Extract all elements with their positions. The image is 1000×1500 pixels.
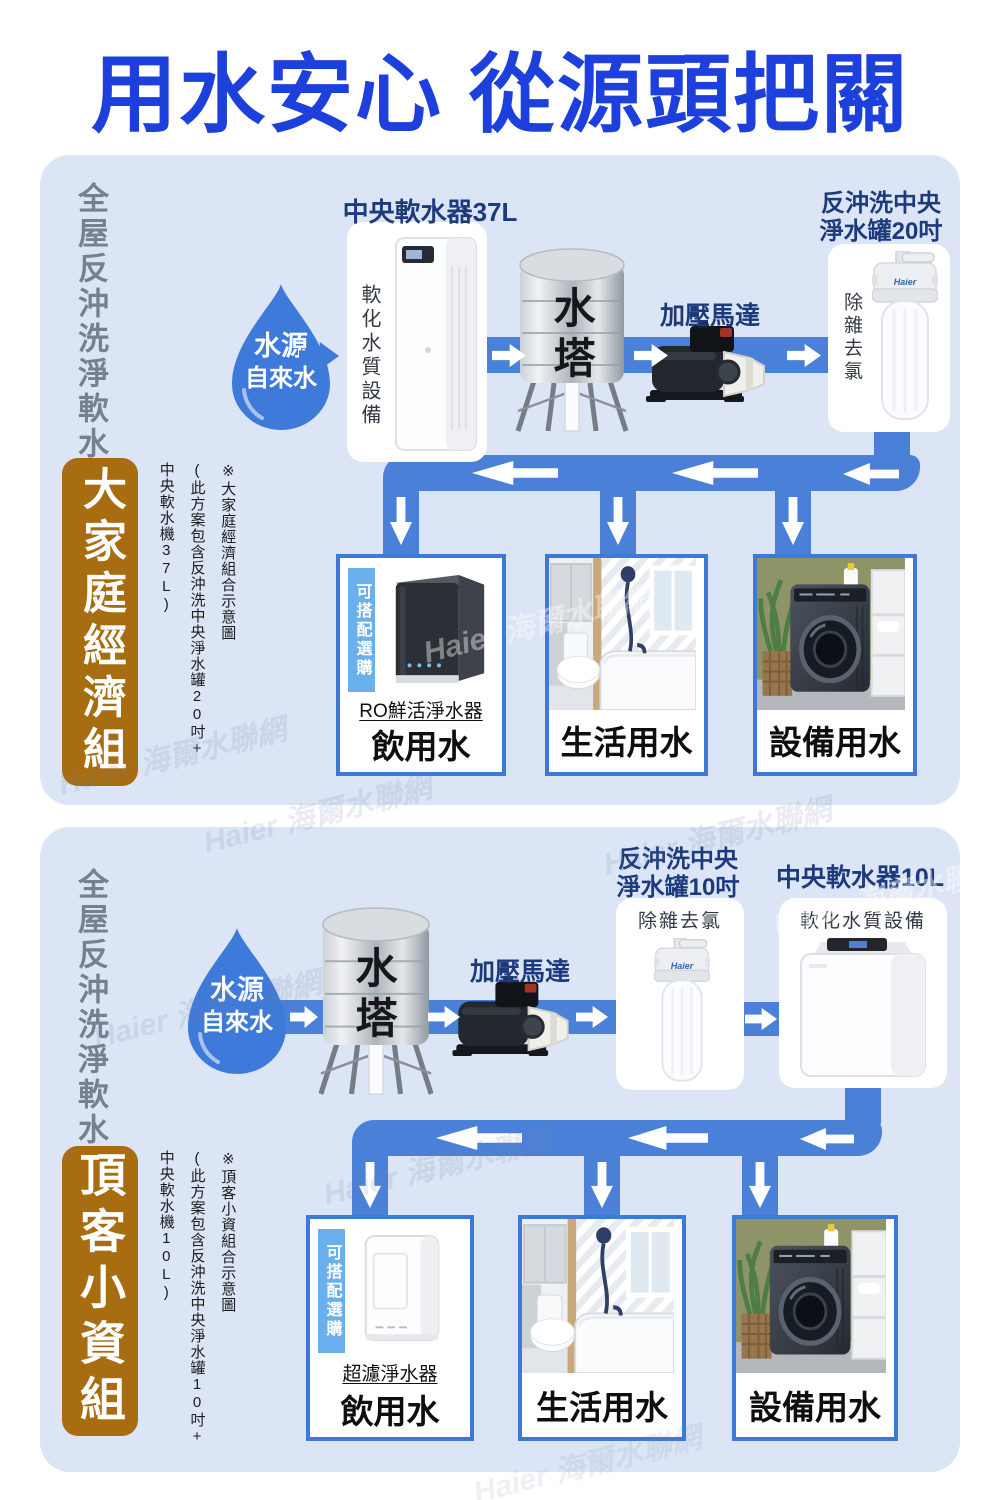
brand-logo: Haier xyxy=(893,277,917,287)
section2-note: ※頂客小資組合示意圖 (此方案包含反沖洗中央淨水罐10吋+ 中央軟水機10L) xyxy=(150,1150,242,1462)
filter-canister-image xyxy=(650,938,714,1084)
filter-title-line2: 淨水罐10吋 xyxy=(616,874,740,902)
water-source-label: 水源 自來水 xyxy=(184,974,290,1038)
output-label: 設備用水 xyxy=(769,724,901,761)
section1-note: ※大家庭經濟組合示意圖 (此方案包含反沖洗中央淨水罐20吋+ 中央軟水機37L) xyxy=(150,462,242,758)
output-appliance-water-box: 設備用水 xyxy=(753,554,917,776)
note-line: ※頂客小資組合示意圖 xyxy=(219,1150,237,1313)
bathroom-photo xyxy=(549,558,696,710)
output-appliance-water-box: 設備用水 xyxy=(732,1215,898,1441)
optional-purchase-tag: 可搭配選購 xyxy=(348,568,375,692)
optional-purchase-label: 可搭配選購 xyxy=(323,1243,341,1339)
filter-title-line1: 反沖洗中央 xyxy=(618,846,738,873)
section1-badge-label: 大家庭經濟組 xyxy=(76,466,125,778)
filter-title: 反沖洗中央 淨水罐10吋 xyxy=(612,846,744,903)
tower-label: 水塔 xyxy=(548,286,595,386)
output-living-water-box: 生活用水 xyxy=(518,1215,686,1441)
water-softener-37l-image xyxy=(392,228,480,456)
washing-machine-photo xyxy=(757,558,905,710)
washing-machine-photo xyxy=(736,1219,886,1373)
filter-label: 除雜去氯 xyxy=(637,911,722,932)
source-line1: 水源 xyxy=(210,975,264,1005)
bathroom-photo xyxy=(522,1219,674,1373)
pump-label: 加壓馬達 xyxy=(659,302,760,330)
softener-label: 軟化水質設備 xyxy=(358,284,380,428)
note-line: 中央軟水機37L) xyxy=(157,462,175,614)
tower-label: 水塔 xyxy=(350,946,397,1046)
source-line2: 自來水 xyxy=(245,364,317,392)
output-label: 生活用水 xyxy=(536,1389,668,1426)
section2-badge: 頂客小資組 xyxy=(62,1146,138,1436)
ultrafiltration-purifier-image xyxy=(350,1227,460,1353)
filter-title-line2: 淨水罐20吋 xyxy=(819,218,943,246)
filter-title-line1: 反沖洗中央 xyxy=(821,190,941,217)
output-drinking-water-box: 可搭配選購 RO鮮活淨水器 飲用水 xyxy=(336,554,506,776)
optional-purchase-tag: 可搭配選購 xyxy=(318,1229,345,1353)
page-title: 用水安心 從源頭把關 xyxy=(91,47,909,143)
softener-label: 軟化水質設備 xyxy=(799,911,926,932)
section1-badge: 大家庭經濟組 xyxy=(62,458,138,786)
filter-title: 反沖洗中央 淨水罐20吋 xyxy=(816,190,946,247)
note-line: (此方案包含反沖洗中央淨水罐20吋+ xyxy=(188,462,206,758)
output-label: 飲用水 xyxy=(371,728,471,765)
section2-badge-label: 頂客小資組 xyxy=(74,1151,126,1431)
output-living-water-box: 生活用水 xyxy=(545,554,708,776)
note-line: 中央軟水機10L) xyxy=(157,1150,175,1302)
note-line: (此方案包含反沖洗中央淨水罐10吋+ xyxy=(188,1150,206,1446)
section1-side-label: 全屋反沖洗淨軟水 xyxy=(73,182,108,462)
softener-title: 中央軟水器10L xyxy=(775,864,945,892)
brand-logo: Haier xyxy=(670,961,694,971)
output-label: 飲用水 xyxy=(340,1393,440,1430)
section2-side-label: 全屋反沖洗淨軟水 xyxy=(73,868,108,1148)
water-softener-10l-image xyxy=(793,934,933,1082)
output-label: 設備用水 xyxy=(749,1389,881,1426)
device-name: 超濾淨水器 xyxy=(342,1364,438,1385)
source-line2: 自來水 xyxy=(201,1008,273,1036)
pump-label: 加壓馬達 xyxy=(469,958,570,986)
filter-canister-image xyxy=(872,248,938,426)
ro-purifier-image xyxy=(384,566,494,692)
output-drinking-water-box: 可搭配選購 超濾淨水器 飲用水 xyxy=(306,1215,474,1441)
output-label: 生活用水 xyxy=(560,724,693,761)
filter-label: 除雜去氯 xyxy=(841,292,862,384)
note-line: ※大家庭經濟組合示意圖 xyxy=(219,462,237,641)
optional-purchase-label: 可搭配選購 xyxy=(353,582,371,678)
device-name: RO鮮活淨水器 xyxy=(359,701,483,722)
softener-title: 中央軟水器37L xyxy=(342,197,518,227)
water-source-label: 水源 自來水 xyxy=(228,330,334,394)
return-pipe xyxy=(845,1082,881,1124)
